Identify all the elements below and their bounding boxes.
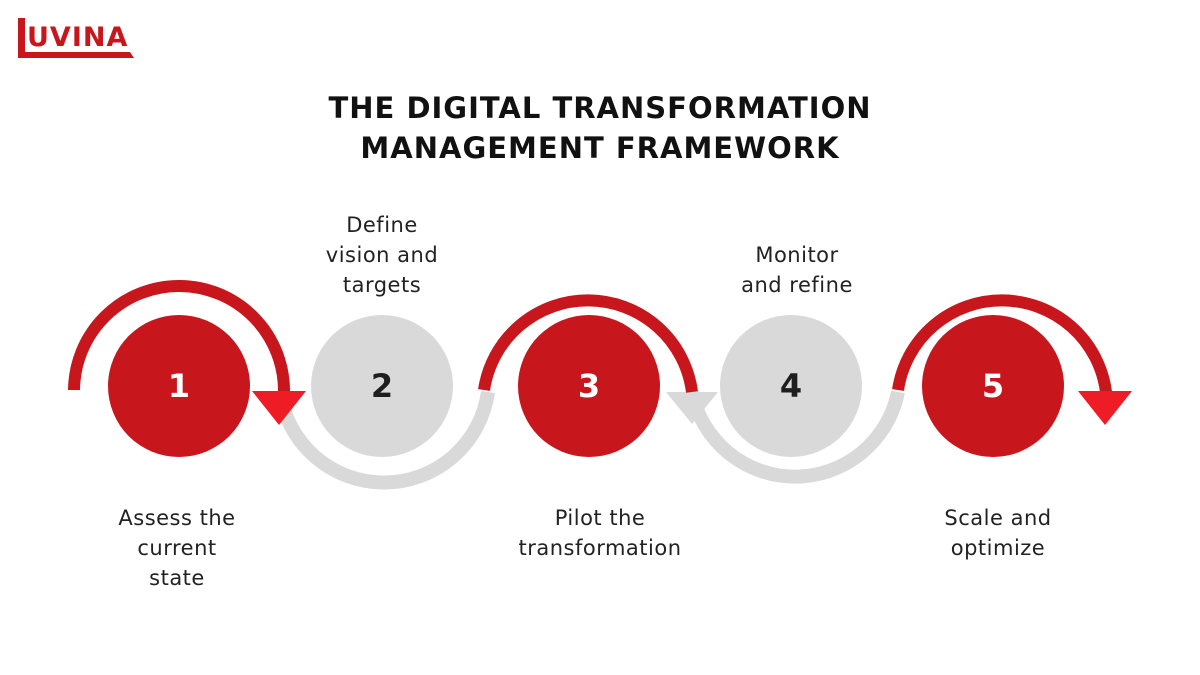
step-1-label-line: state [149,566,205,590]
title-line-1: THE DIGITAL TRANSFORMATION [328,91,872,125]
title-line-2: MANAGEMENT FRAMEWORK [360,131,840,165]
grey-arrowhead [666,392,718,424]
step-5-number: 5 [981,367,1005,405]
step-4-label-line: and refine [741,273,853,297]
luvina-logo [18,18,134,58]
arc-step-1 [68,280,291,393]
step-5-label: Scale and optimize [888,503,1108,563]
circle-step-4 [720,315,862,457]
step-5-label-line: optimize [950,536,1046,560]
step-3-label-line: Pilot the [554,506,646,530]
arc-step-5 [892,294,1112,393]
step-2-label-line: vision and [325,243,439,267]
step-4-label: Monitor and refine [687,240,907,300]
circle-step-2 [311,315,453,457]
circle-step-5 [922,315,1064,457]
circle-step-3 [518,315,660,457]
arrowhead-step-1 [252,391,306,425]
step-4-label-line: Monitor [755,243,839,267]
step-1-label-line: Assess the [118,506,236,530]
page-title: THE DIGITAL TRANSFORMATION MANAGEMENT FR… [0,88,1200,168]
step-3-number: 3 [577,367,601,405]
connector-1-3 [273,391,495,490]
step-2-label-line: targets [342,273,422,297]
step-2-number: 2 [370,367,394,405]
step-2-label: Define vision and targets [272,210,492,300]
step-4-number: 4 [779,367,803,405]
step-1-number: 1 [167,367,191,405]
step-5-label-line: Scale and [944,506,1052,530]
step-2-label-line: Define [346,213,418,237]
connector-3-5 [685,390,905,484]
circle-step-1 [108,315,250,457]
arc-step-3 [478,294,698,393]
step-3-label-line: transformation [518,536,682,560]
arrowhead-step-5 [1078,391,1132,425]
step-3-label: Pilot the transformation [490,503,710,563]
step-1-label: Assess the current state [67,503,287,593]
step-1-label-line: current [137,536,217,560]
logo-text: UVINA [27,22,129,53]
